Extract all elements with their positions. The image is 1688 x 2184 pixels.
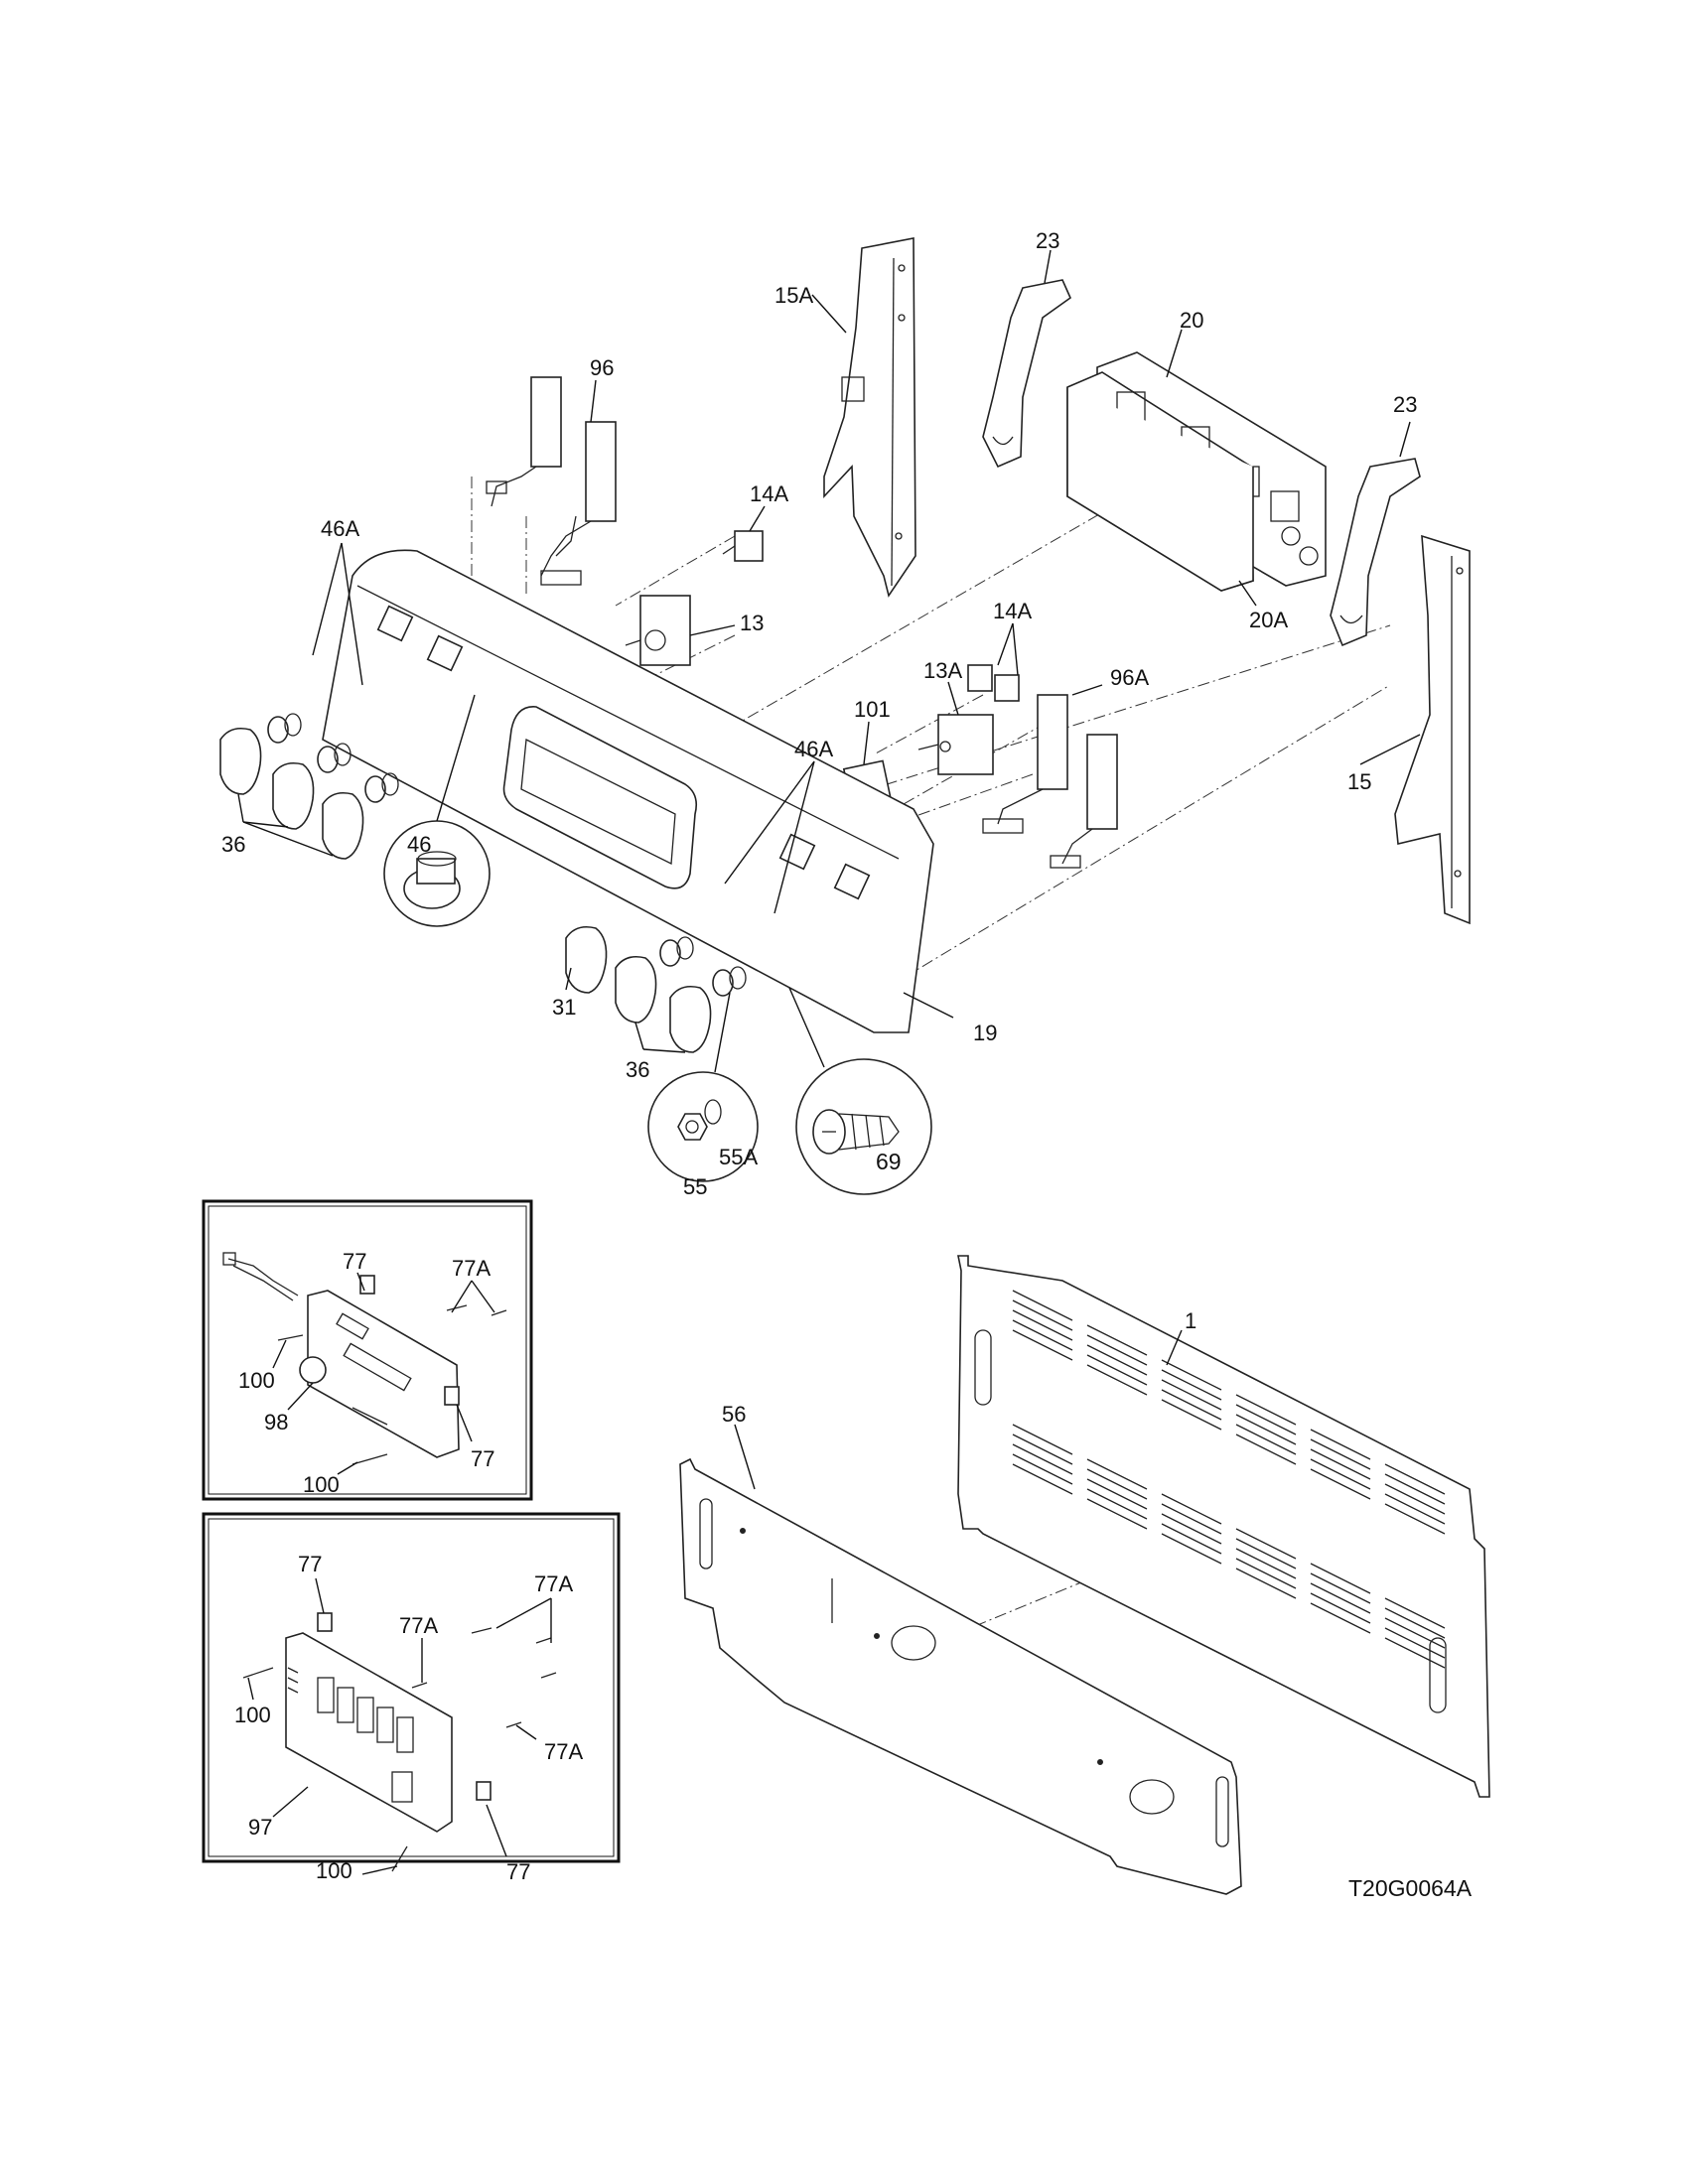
callout-13: 13 [740,611,764,635]
switch-13A [917,714,994,775]
callout-15A: 15A [774,283,813,308]
callout-55A: 55A [719,1145,758,1169]
callout-20: 20 [1180,308,1203,333]
callout-14A-lower: 14A [993,599,1032,623]
wire-clip-23-upper [982,279,1071,469]
part-callouts: 15A 23 20 23 96 14A 46A 13 20A 14A 13A 9… [221,228,1417,1427]
callout-96A: 96A [1110,665,1149,690]
leader-lines [237,249,1421,1490]
callout-15: 15 [1347,769,1371,794]
detail-circle-46 [383,820,491,927]
callout-23-lower: 23 [1393,392,1417,417]
inset-large-callout-77-bottom: 77 [506,1859,530,1884]
inset-small-callout-100-bottom: 100 [303,1472,340,1497]
callout-96: 96 [590,355,614,380]
inset-box-large [202,1512,621,1872]
inset-large-callout-97: 97 [248,1815,272,1840]
overlay-20A [1066,387,1254,592]
vent-slots [1012,1290,1446,1669]
switch-13 [625,595,691,666]
drawing-code: T20G0064A [1348,1875,1473,1901]
callout-46: 46 [407,832,431,857]
callout-36-left: 36 [221,832,245,857]
knob-group-36-left [219,713,399,860]
callout-20A: 20A [1249,608,1288,632]
callout-31: 31 [552,995,576,1020]
inset-large-callout-77A-left: 77A [399,1613,438,1638]
inset-large-callout-100-bottom: 100 [316,1858,352,1883]
side-bracket-15 [1394,534,1471,925]
inset-small-callout-100-top: 100 [238,1368,275,1393]
inset-large-callout-100-top: 100 [234,1703,271,1727]
back-panel-1 [957,1255,1490,1798]
detail-circle-55 [647,1071,759,1182]
callout-101: 101 [854,697,891,722]
inset-small-callout-77A: 77A [452,1256,491,1281]
inset-large-callout-77-top: 77 [298,1552,322,1576]
switch-14A-upper [722,530,764,562]
inset-small-callout-98: 98 [264,1410,288,1434]
infinite-switch-96A [982,694,1118,869]
knob-group-right [565,925,747,1053]
inset-small-callout-77-top: 77 [343,1249,366,1274]
inset-large-callout-77A-bottom: 77A [544,1739,583,1764]
control-panel-19 [322,549,934,1033]
inset-large-callouts: 77 77A 77A 100 77A 97 100 77 [234,1552,583,1884]
callout-36-right: 36 [626,1057,649,1082]
callout-56: 56 [722,1402,746,1427]
callout-1: 1 [1185,1308,1196,1333]
side-bracket-15A [823,237,916,598]
callout-46A-upper: 46A [321,516,359,541]
inset-box-small [202,1199,533,1501]
callout-14A-upper: 14A [750,481,788,506]
callout-23-upper: 23 [1036,228,1059,253]
callout-46A-lower: 46A [794,737,833,761]
inset-small-callouts: 77 77A 100 98 77 100 [238,1249,495,1497]
infinite-switch-96 [486,376,617,586]
detail-circle-69 [795,1058,932,1195]
wire-clip-23-lower [1330,458,1421,647]
inset-large-callout-77A-right: 77A [534,1571,573,1596]
lower-back-plate-56 [679,1457,1242,1895]
callout-19: 19 [973,1021,997,1045]
inset-small-callout-77-bottom: 77 [471,1446,494,1471]
switch-14A-lower [967,664,1020,702]
callout-55: 55 [683,1174,707,1199]
callout-13A: 13A [923,658,962,683]
callout-69: 69 [876,1149,902,1174]
